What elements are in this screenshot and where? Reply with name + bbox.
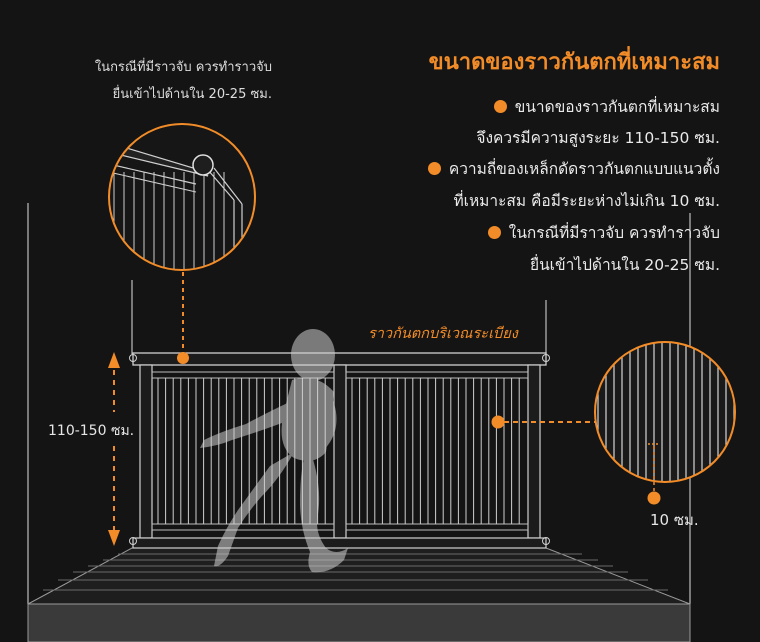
railing-label: ราวกันตกบริเวณระเบียง — [368, 326, 518, 342]
bullet-2-line-1: ความถี่ของเหล็กดัดราวกันตกแบบแนวตั้ง — [427, 156, 720, 181]
handrail-detail-magnifier — [108, 123, 256, 271]
callout-connectors — [177, 272, 661, 505]
bullet-1-line-1: ขนาดของราวกันตกที่เหมาะสม — [493, 94, 720, 119]
height-indicator — [108, 352, 120, 546]
bullet-dot-icon — [427, 162, 441, 175]
main-title: ขนาดของราวกันตกที่เหมาะสม — [428, 50, 720, 75]
handrail-note-line-2: ยื่นเข้าไปด้านใน 20-25 ซม. — [112, 87, 272, 102]
bullet-dot-icon — [487, 226, 501, 239]
railing — [129, 352, 550, 549]
bullet-3-line-2: ยื่นเข้าไปด้านใน 20-25 ซม. — [530, 256, 720, 274]
baluster-spacing-magnifier — [594, 341, 736, 483]
bullet-1-line-2: จึงควรมีความสูงระยะ 110-150 ซม. — [476, 129, 720, 147]
spacing-label: 10 ซม. — [650, 511, 699, 529]
balcony-floor — [27, 547, 691, 642]
running-child-silhouette — [200, 329, 348, 573]
handrail-note-line-1: ในกรณีที่มีราวจับ ควรทำราวจับ — [94, 60, 272, 75]
height-label: 110-150 ซม. — [48, 423, 135, 439]
bullet-dot-icon — [493, 100, 507, 113]
bullet-2-line-2: ที่เหมาะสม คือมีระยะห่างไม่เกิน 10 ซม. — [453, 192, 720, 210]
bullet-3-line-1: ในกรณีที่มีราวจับ ควรทำราวจับ — [487, 220, 720, 245]
